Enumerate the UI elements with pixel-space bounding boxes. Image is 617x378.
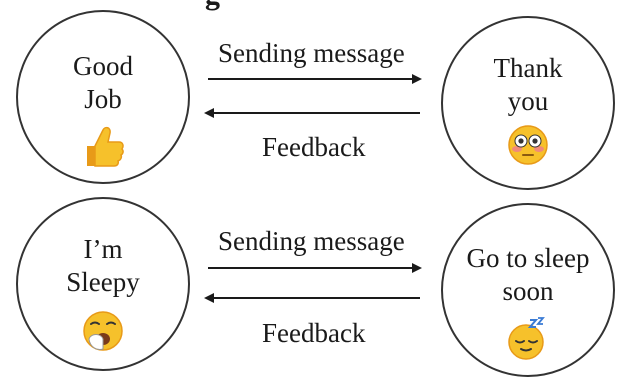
receiver-text-line-1: Go to sleep bbox=[466, 243, 590, 273]
sender-node-im-sleepy: I’m Sleepy bbox=[16, 197, 190, 371]
sender-text-line-1: I’m bbox=[83, 234, 123, 264]
sender-text-line-2: Sleepy bbox=[66, 266, 140, 297]
receiver-text-line-1: Thank bbox=[493, 53, 563, 83]
cropped-heading: g bbox=[205, 0, 220, 10]
receiver-text-line-2: soon bbox=[502, 275, 554, 306]
feedback-label: Feedback bbox=[262, 132, 366, 162]
sleeping-face-icon bbox=[506, 317, 550, 369]
feedback-label: Feedback bbox=[262, 318, 366, 348]
thumbs-up-icon bbox=[81, 124, 125, 178]
yawning-face-icon bbox=[81, 309, 125, 361]
sender-text-line-2: Job bbox=[84, 83, 122, 114]
receiver-node-thank-you: Thank you bbox=[441, 16, 615, 190]
receiver-node-go-to-sleep-soon: Go to sleep soon bbox=[441, 203, 615, 377]
sender-node-good-job: Good Job bbox=[16, 10, 190, 184]
flushed-face-icon bbox=[507, 124, 549, 174]
forward-label: Sending message bbox=[218, 38, 405, 68]
forward-label: Sending message bbox=[218, 226, 405, 256]
sender-text-line-1: Good bbox=[73, 51, 133, 81]
receiver-text-line-2: you bbox=[507, 85, 549, 116]
